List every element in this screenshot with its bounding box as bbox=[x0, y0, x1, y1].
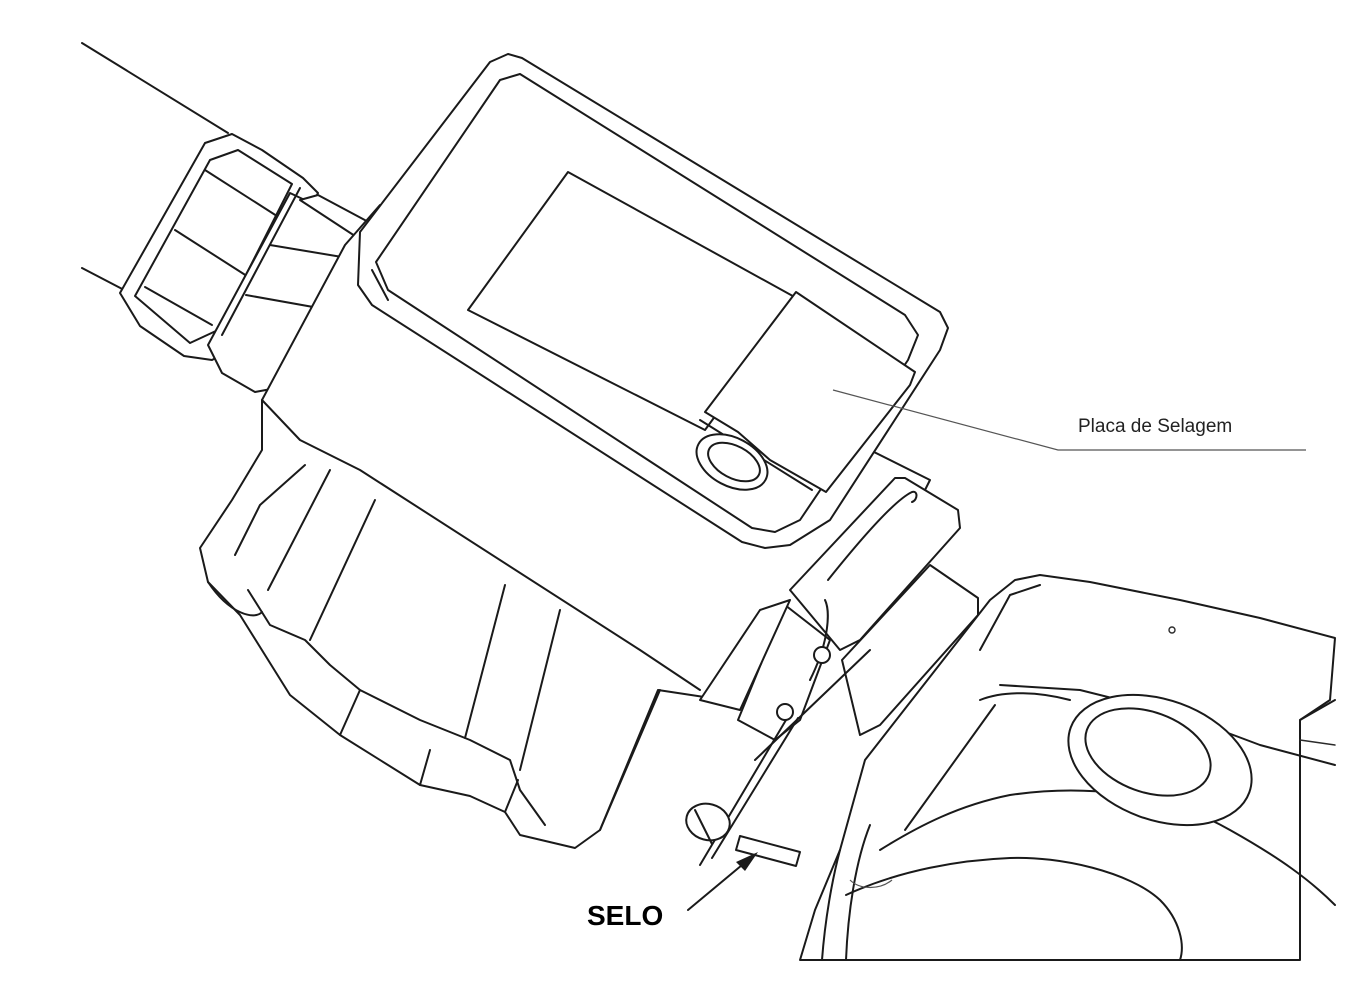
seal-label: SELO bbox=[587, 900, 664, 931]
pipe-clamp bbox=[799, 574, 1336, 961]
seal-leader bbox=[687, 859, 749, 911]
sealing-plate-leader bbox=[832, 389, 1306, 451]
hex-nut bbox=[119, 133, 377, 393]
seal-assembly bbox=[685, 717, 801, 867]
sealing-plate bbox=[704, 291, 916, 493]
seal-bracket bbox=[699, 477, 979, 761]
meter-display-head bbox=[357, 53, 949, 549]
inlet-pipe bbox=[81, 42, 229, 293]
reset-button bbox=[695, 433, 769, 491]
sealing-plate-label: Placa de Selagem bbox=[1078, 416, 1233, 437]
seal-leader-arrowhead bbox=[736, 852, 758, 871]
callout-leaders bbox=[687, 389, 1306, 911]
